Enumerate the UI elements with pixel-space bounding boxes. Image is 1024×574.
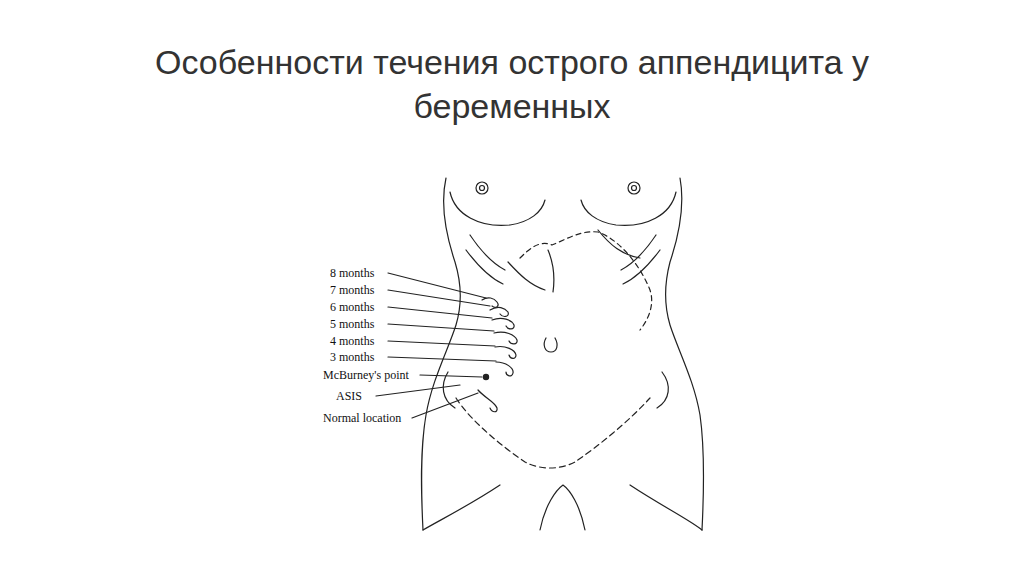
landmark-label: Normal location <box>323 411 401 425</box>
month-label: 3 months <box>330 350 374 364</box>
month-label: 5 months <box>330 317 374 331</box>
landmark-label: McBurney's point <box>323 368 409 382</box>
month-label: 6 months <box>330 300 374 314</box>
month-label: 4 months <box>330 334 374 348</box>
month-label: 8 months <box>330 266 374 280</box>
landmark-label: ASIS <box>336 389 362 403</box>
month-label: 7 months <box>330 283 374 297</box>
slide-title: Особенности течения острого аппендицита … <box>92 40 932 128</box>
